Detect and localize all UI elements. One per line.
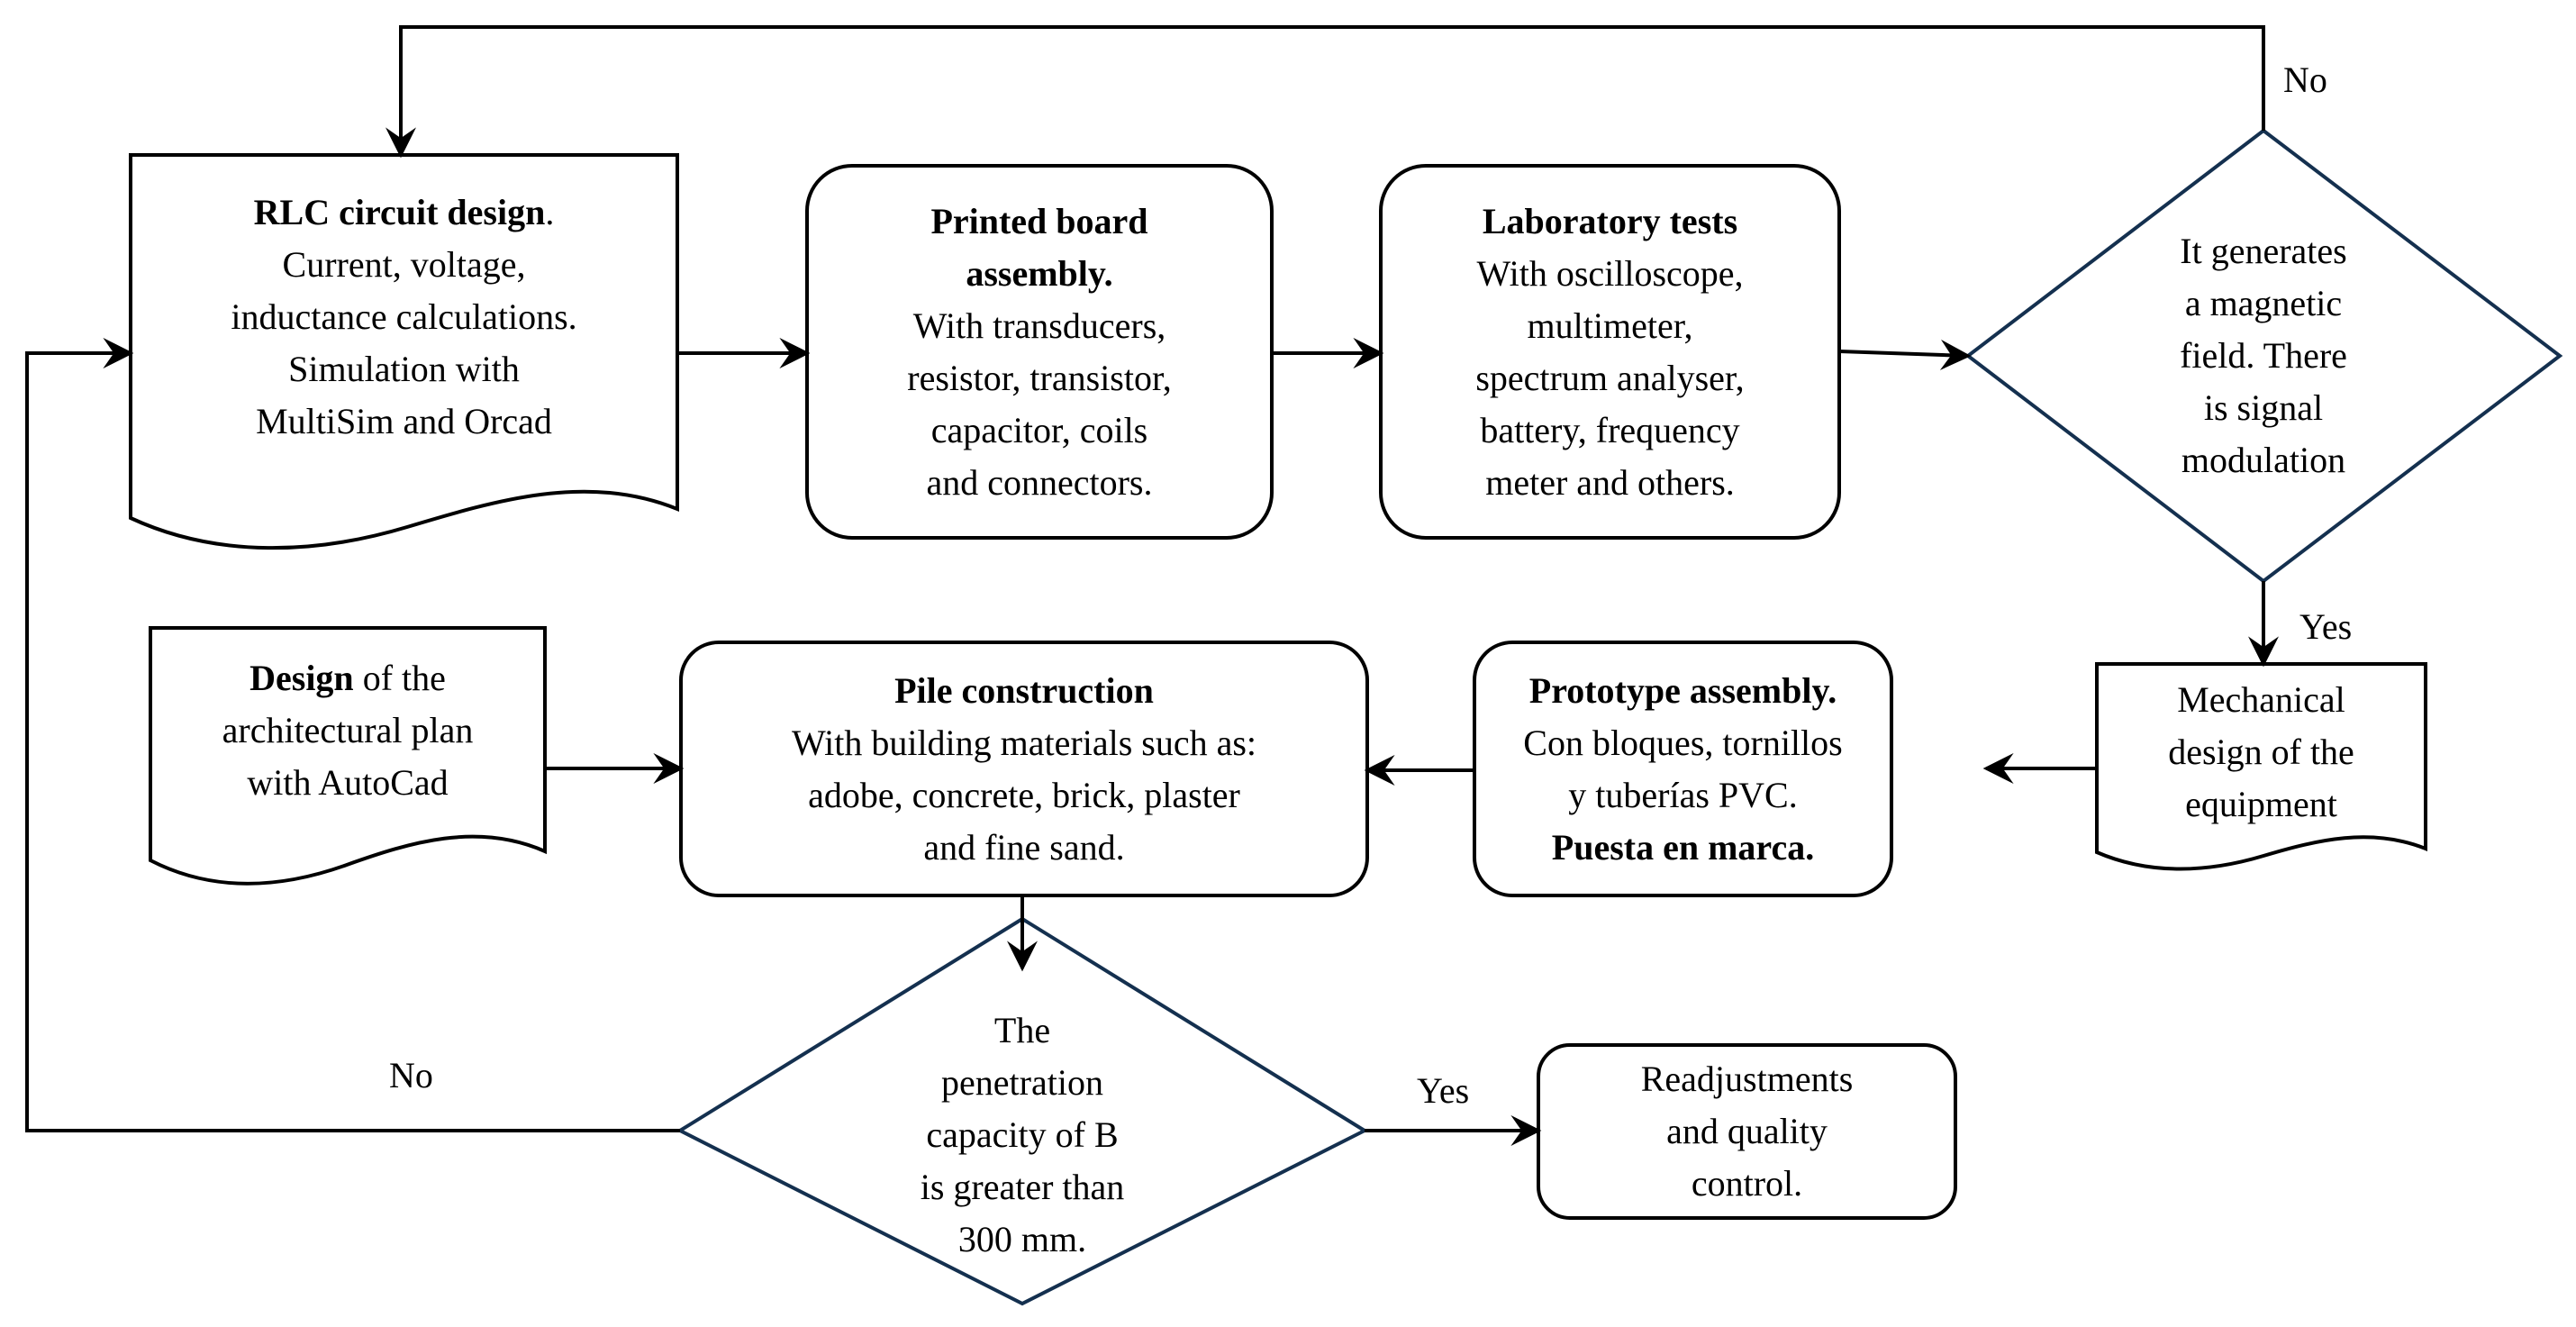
readjustments-line: Readjustments [1640,1059,1854,1099]
readjustments-node: Readjustments and quality control. [1538,1045,1955,1218]
pile-construction-line: adobe, concrete, brick, plaster [808,774,1240,815]
prototype-assembly-title: Prototype assembly. [1528,669,1837,711]
pile-construction-line: and fine sand. [923,826,1125,868]
prototype-assembly-line: Con bloques, tornillos [1523,722,1843,763]
penetration-decision-line: capacity of B [926,1114,1119,1155]
edge-label-yes-bottom: Yes [1417,1070,1470,1111]
lab-tests-line: battery, frequency [1480,409,1740,450]
printed-board-line: and connectors. [926,461,1153,503]
penetration-decision-node: The penetration capacity of B is greater… [842,1000,1202,1270]
edge-label-no-bottom: No [389,1055,433,1095]
mechanical-design-line: Mechanical [2177,679,2345,720]
penetration-decision-line: 300 mm. [957,1219,1087,1259]
lab-tests-line: With oscilloscope, [1476,252,1744,294]
lab-tests-node: Laboratory tests With oscilloscope, mult… [1381,166,1839,538]
arrow-decision-no-loop [385,25,2265,159]
printed-board-line: resistor, transistor, [907,357,1172,398]
prototype-assembly-node: Prototype assembly. Con bloques, tornill… [1474,642,1891,895]
lab-tests-line: spectrum analyser, [1475,357,1745,398]
rlc-design-line: Current, voltage, [282,244,526,285]
magnetic-decision-line: modulation [2181,440,2346,480]
printed-board-title: assembly. [966,252,1113,294]
pile-construction-node: Pile construction With building material… [681,642,1367,895]
architectural-design-line: with AutoCad [247,762,449,803]
penetration-decision-line: The [993,1010,1051,1050]
arrow-lab-to-decision [1838,339,1972,370]
architectural-design-shape [149,626,547,886]
printed-board-line: With transducers, [912,304,1166,346]
magnetic-decision-line: is signal [2203,387,2324,428]
pile-construction-line: With building materials such as: [791,722,1257,763]
rlc-design-title: RLC circuit design [253,192,546,232]
lab-tests-title: Laboratory tests [1482,200,1738,241]
edge-label-yes-right: Yes [2299,606,2353,647]
prototype-assembly-line: y tuberías PVC. [1568,774,1798,815]
edge-label-no-top: No [2283,59,2327,100]
architectural-design-title-rest: of the [353,658,446,698]
magnetic-decision-line: a magnetic [2184,283,2343,323]
printed-board-line: capacitor, coils [930,409,1148,450]
penetration-decision-line: is greater than [920,1167,1125,1207]
architectural-design-node: Design of the architectural plan with Au… [150,641,545,820]
mechanical-design-line: design of the [2168,732,2354,772]
rlc-design-line: Simulation with [288,349,520,389]
rlc-design-line: MultiSim and Orcad [256,401,552,441]
arrow-penetration-no-loop [25,338,680,1132]
printed-board-title: Printed board [930,200,1148,241]
rlc-design-line: inductance calculations. [231,296,577,337]
magnetic-decision-line: field. There [2180,335,2347,376]
penetration-decision-shape [676,916,1369,1306]
magnetic-decision-node: It generates a magnetic field. There is … [2083,225,2444,486]
magnetic-decision-line: It generates [2180,231,2347,271]
architectural-design-line: architectural plan [222,710,474,750]
rlc-design-title-suffix: . [545,192,555,232]
readjustments-line: and quality [1666,1111,1828,1151]
pile-construction-title: Pile construction [894,669,1154,711]
mechanical-design-node: Mechanical design of the equipment [2097,668,2426,836]
architectural-design-title: Design [249,658,354,698]
lab-tests-line: meter and others. [1485,461,1735,503]
lab-tests-line: multimeter, [1527,304,1693,346]
prototype-assembly-footer: Puesta en marca. [1551,826,1815,868]
mechanical-design-shape [2095,662,2427,871]
readjustments-line: control. [1691,1163,1803,1204]
mechanical-design-line: equipment [2185,784,2337,824]
printed-board-node: Printed board assembly. With transducers… [807,166,1272,538]
rlc-design-node: RLC circuit design. Current, voltage, in… [131,173,677,461]
penetration-decision-line: penetration [941,1062,1103,1103]
rlc-design-shape [129,153,679,550]
